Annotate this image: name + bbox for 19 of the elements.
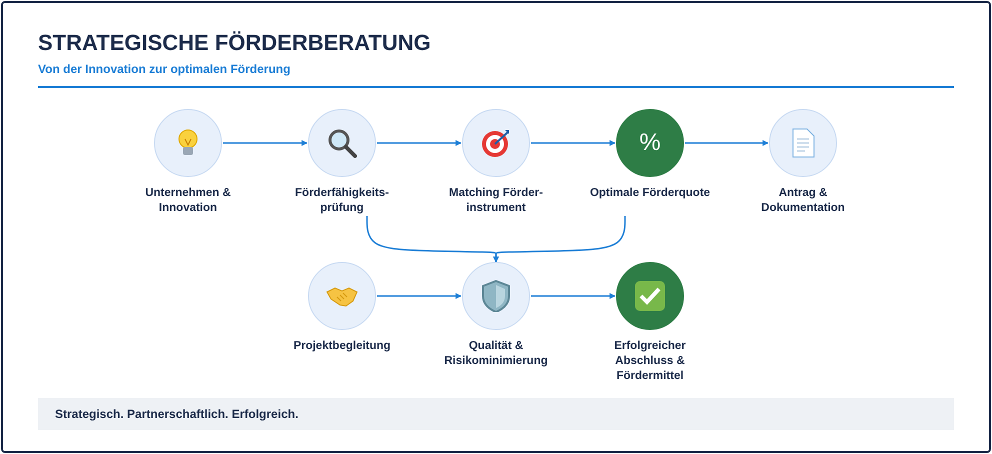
tagline: Strategisch. Partnerschaftlich. Erfolgreich.: [54, 406, 300, 423]
step-label: Optimale Förderquote: [588, 186, 712, 201]
arrow: [493, 216, 626, 263]
title: STRATEGISCHE FÖRDERBERATUNG: [38, 30, 431, 56]
step-label: Matching Förder- instrument: [448, 186, 544, 216]
step-label: Qualität & Risikominimierung: [443, 339, 549, 369]
arrow: [377, 140, 462, 146]
step-label: Projektbegleitung: [292, 339, 392, 354]
subtitle: Von der Innovation zur optimalen Förderung: [38, 62, 290, 76]
percent-sign: %: [638, 129, 662, 157]
step-label: Erfolgreicher Abschluss & Fördermittel: [613, 339, 687, 384]
arrow: [685, 140, 769, 146]
arrow: [531, 293, 616, 299]
step-label: Förderfähigkeits- prüfung: [294, 186, 390, 216]
arrow: [531, 140, 616, 146]
step-label: Antrag & Dokumentation: [760, 186, 846, 216]
arrow: [377, 293, 462, 299]
arrow: [223, 140, 308, 146]
step-label: Unternehmen & Innovation: [144, 186, 232, 216]
